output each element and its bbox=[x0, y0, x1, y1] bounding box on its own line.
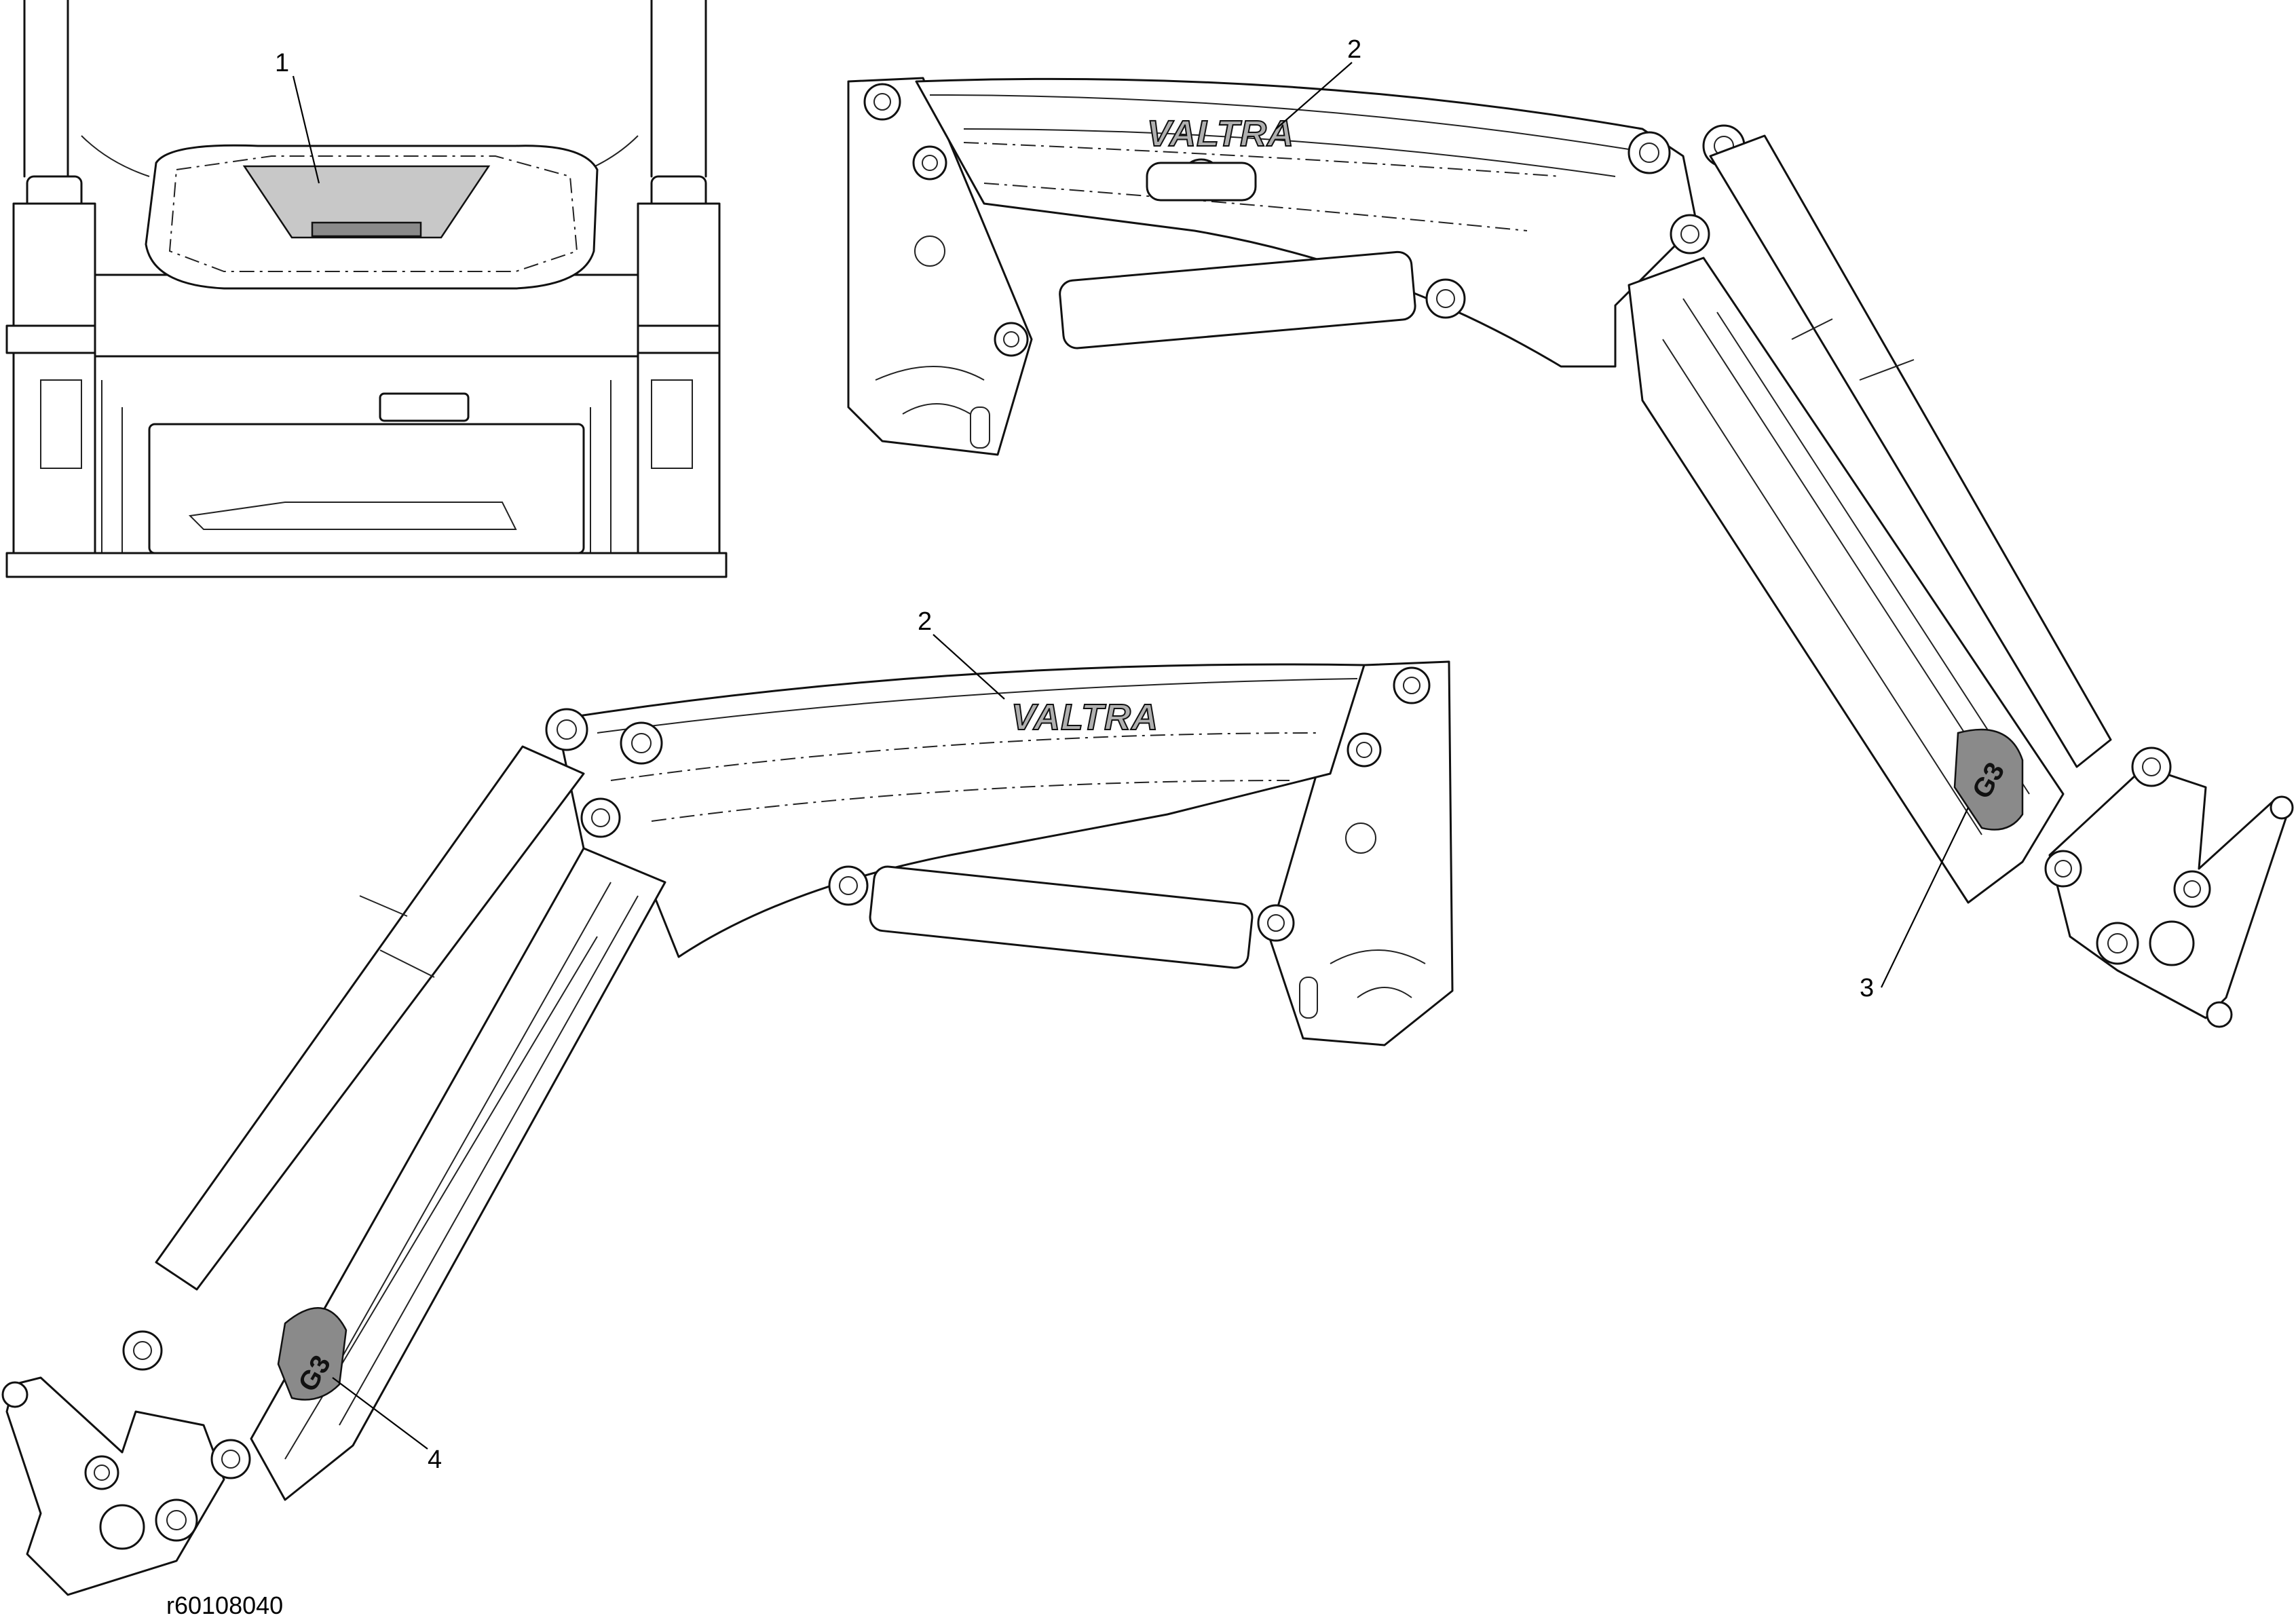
callout-4: 4 bbox=[332, 1377, 442, 1474]
svg-text:2: 2 bbox=[1347, 35, 1361, 64]
callout-3: 3 bbox=[1860, 807, 1969, 1002]
drawing-reference: r60108040 bbox=[166, 1591, 283, 1619]
svg-text:1: 1 bbox=[275, 49, 289, 77]
svg-text:4: 4 bbox=[428, 1446, 442, 1474]
callout-2-right: 2 bbox=[1275, 35, 1361, 130]
loader-arm-left-view: VALTRA G3 bbox=[1, 660, 1454, 1596]
svg-text:3: 3 bbox=[1860, 974, 1874, 1002]
front-view-loader bbox=[5, 0, 728, 578]
callout-2-left: 2 bbox=[918, 607, 1005, 700]
loader-arm-right-view: VALTRA G3 bbox=[847, 77, 2294, 1028]
decal-1-panel bbox=[242, 165, 491, 239]
svg-text:2: 2 bbox=[918, 607, 932, 636]
g3-badge-left: G3 bbox=[277, 1307, 347, 1401]
g3-badge-right: G3 bbox=[1953, 728, 2024, 831]
valtra-logo-right: VALTRA bbox=[1147, 113, 1294, 154]
valtra-logo-left: VALTRA bbox=[1011, 697, 1159, 738]
callout-1: 1 bbox=[275, 49, 320, 184]
